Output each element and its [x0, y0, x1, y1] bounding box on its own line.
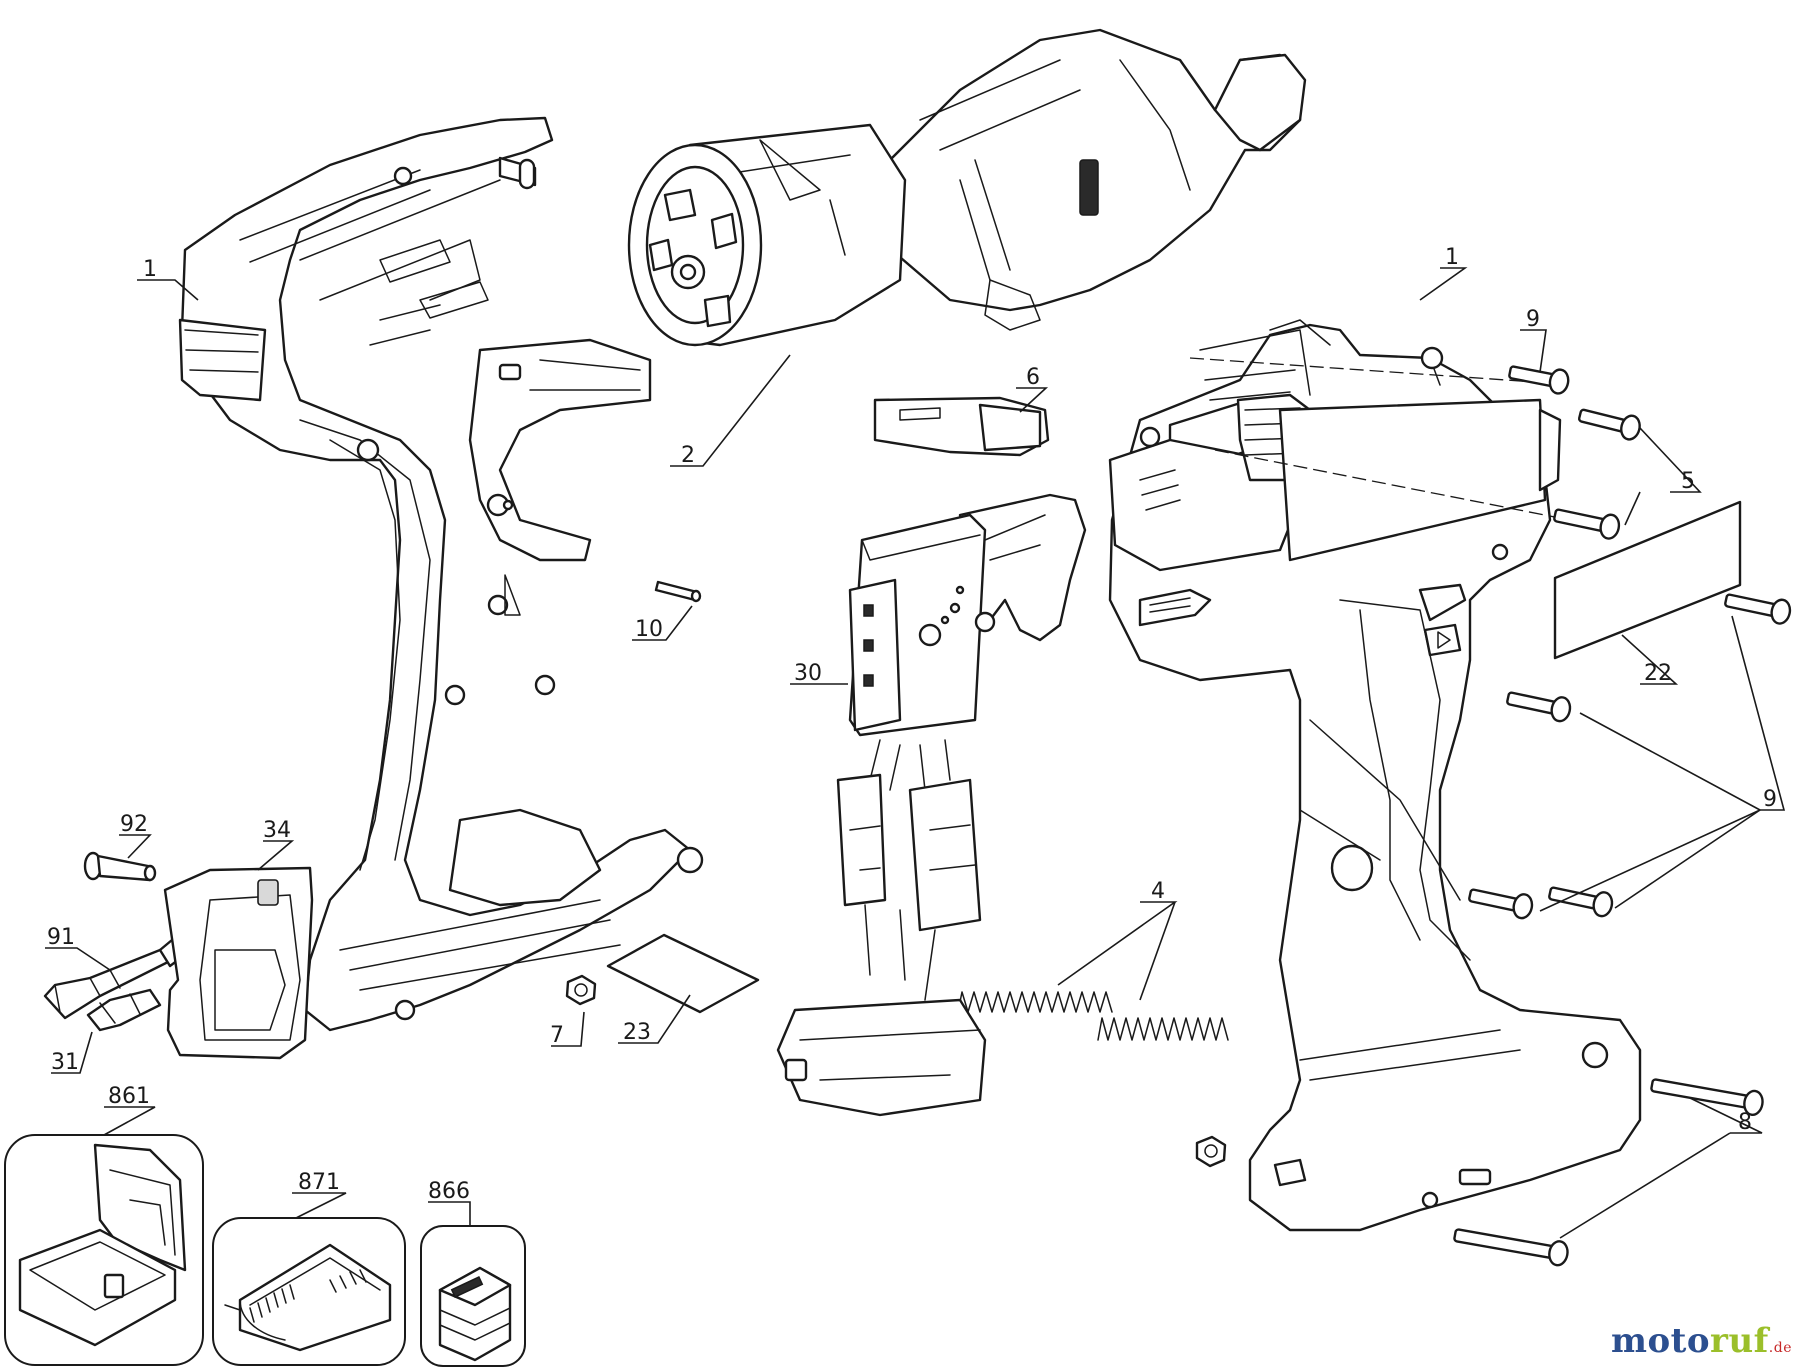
callout-871: 871: [298, 1170, 340, 1195]
callout-labels: 1 1 2 4 5 6 7 8 9 9 10 22 23 30 31 34 91…: [47, 245, 1777, 1204]
callout-2: 2: [681, 443, 695, 468]
callout-23: 23: [623, 1020, 651, 1045]
bit-holder-parts: [43, 938, 180, 1032]
callout-1-right: 1: [1445, 245, 1459, 270]
hex-nut-right: [1195, 1135, 1227, 1168]
spring-right: [1097, 1017, 1229, 1041]
brand-suffix: .de: [1768, 1340, 1792, 1356]
callout-92: 92: [120, 812, 148, 837]
callout-31: 31: [51, 1050, 79, 1075]
spring-left: [957, 991, 1113, 1013]
callout-861: 861: [108, 1084, 150, 1109]
callout-7: 7: [550, 1023, 564, 1048]
rating-label-left: [606, 933, 760, 1014]
callout-9-right: 9: [1763, 787, 1777, 812]
pin: [654, 580, 702, 603]
brand-watermark: motoruf.de: [1611, 1321, 1792, 1361]
screw-92: [83, 851, 157, 882]
callout-22: 22: [1644, 661, 1672, 686]
callout-8: 8: [1738, 1110, 1752, 1135]
callout-6: 6: [1026, 365, 1040, 390]
battery-pack: [438, 1266, 512, 1362]
brand-part-1: moto: [1610, 1321, 1711, 1361]
hex-nut-left: [565, 974, 597, 1006]
callout-91: 91: [47, 925, 75, 950]
left-housing-half: [178, 116, 704, 1032]
callout-30: 30: [794, 661, 822, 686]
callout-866: 866: [428, 1179, 470, 1204]
bit-holder-block: [163, 866, 314, 1060]
trigger-switch-assembly: [776, 493, 1087, 1117]
callout-34: 34: [263, 818, 291, 843]
callout-10: 10: [635, 617, 663, 642]
screws: [1453, 365, 1792, 1267]
forward-reverse-slider: [873, 396, 1050, 457]
rating-label-right: [1553, 500, 1742, 660]
leader-lines: [45, 267, 1786, 1239]
screw-alignment-line-1: [1189, 357, 1536, 383]
motor-gearbox-assembly: [627, 28, 1307, 347]
callout-5: 5: [1681, 469, 1695, 494]
callout-9-top: 9: [1526, 307, 1540, 332]
callout-4: 4: [1151, 879, 1165, 904]
carry-case: [18, 1143, 187, 1347]
charger: [224, 1243, 392, 1352]
screw-alignment-line-2: [1214, 449, 1581, 523]
callout-1-left: 1: [143, 257, 157, 282]
brand-part-2: ruf: [1710, 1321, 1769, 1361]
right-housing-half: [1108, 319, 1642, 1232]
